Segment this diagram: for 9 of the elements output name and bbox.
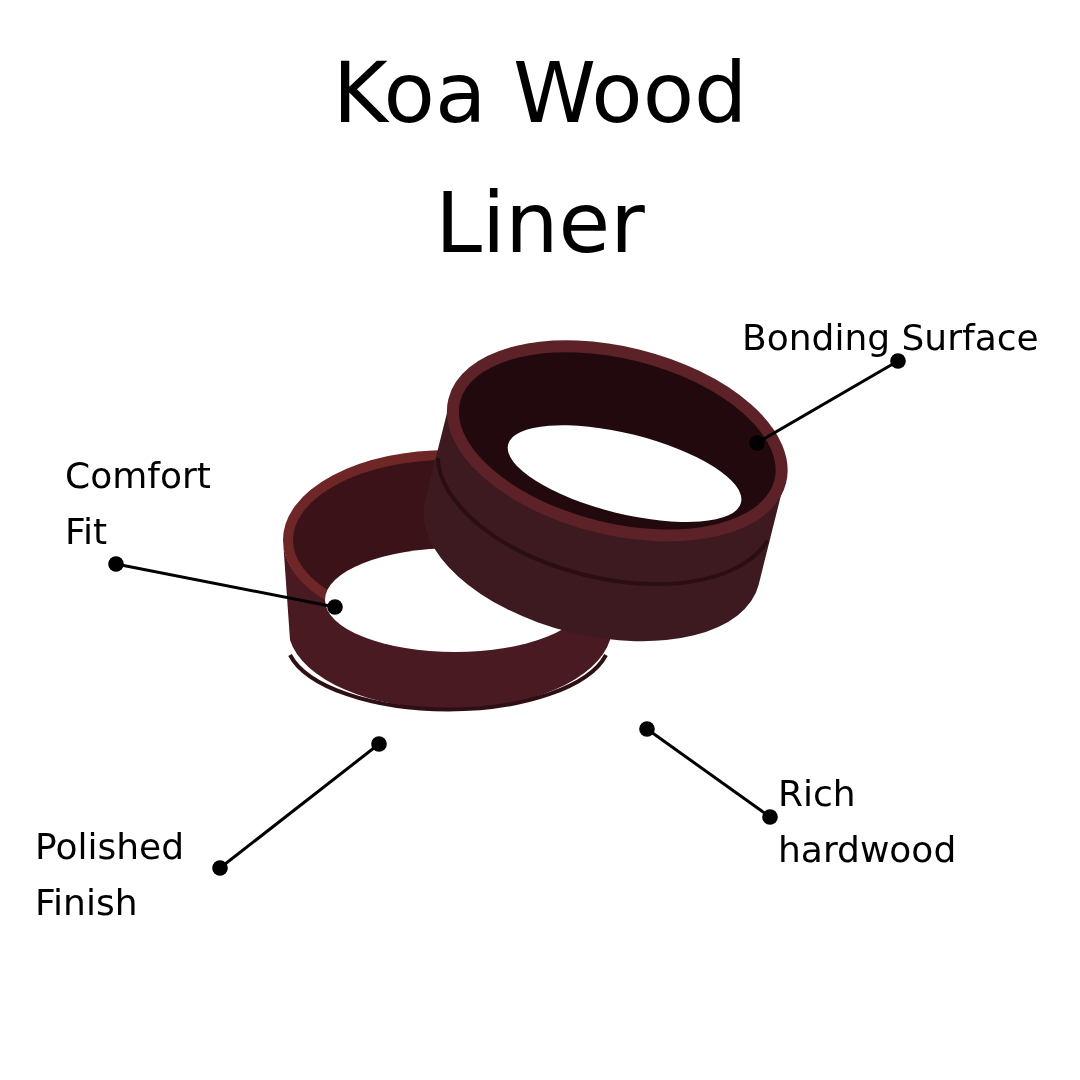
leader-line <box>108 556 343 615</box>
leader-line <box>639 721 778 825</box>
callout-label: Rich hardwood <box>778 766 998 878</box>
callout-label: Polished Finish <box>35 819 215 931</box>
callout-label: Bonding Surface <box>742 310 1039 366</box>
title: Koa Wood Liner <box>331 43 749 274</box>
leader-line <box>212 736 387 876</box>
leader-line <box>749 353 906 451</box>
callout-label: Comfort Fit <box>65 448 235 560</box>
